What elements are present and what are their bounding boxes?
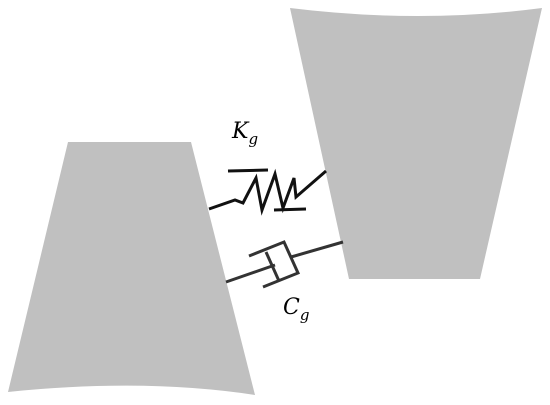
damper-left-rod: [225, 263, 276, 284]
spring-label-symbol: K: [231, 119, 250, 144]
damper-piston: [264, 251, 281, 282]
damper-label-symbol: C: [283, 295, 300, 320]
damper-right-rod: [290, 240, 344, 259]
spring-bottom-guide: [273, 207, 307, 212]
spring-label: Kg: [231, 119, 258, 148]
spring-zigzag: [208, 168, 327, 216]
damper-cylinder: [248, 240, 301, 289]
damper-label-subscript: g: [300, 306, 310, 324]
spring-element: [208, 168, 327, 216]
left-tooth-block: [8, 142, 255, 395]
spring-top-guide: [227, 168, 269, 173]
damper-element: [225, 240, 344, 289]
damper-label: Cg: [283, 295, 309, 324]
right-tooth-block: [290, 8, 542, 279]
spring-label-subscript: g: [248, 130, 258, 148]
